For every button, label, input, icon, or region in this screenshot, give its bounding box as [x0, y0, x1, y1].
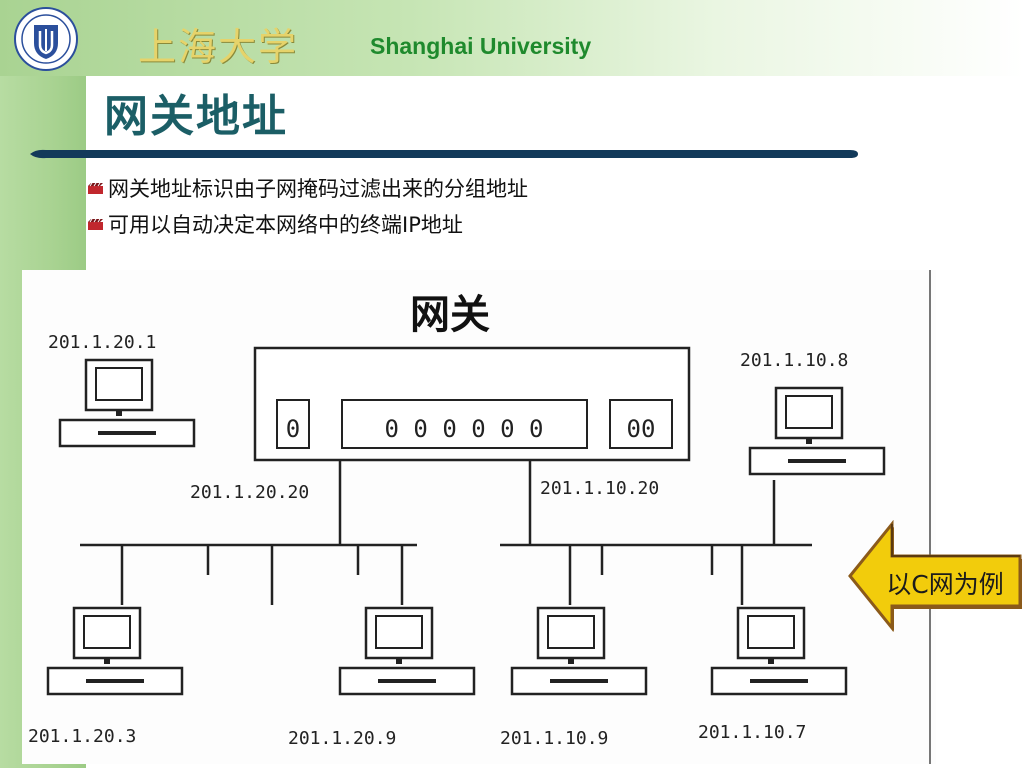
- gateway-device: 0 0 0 0 0 0 0 00: [253, 346, 691, 462]
- bullet-item: 网关地址标识由子网掩码过滤出来的分组地址: [88, 170, 528, 206]
- gateway-port-right: 00: [627, 415, 656, 443]
- gateway-port-right-ip: 201.1.10.20: [540, 478, 659, 499]
- clapperboard-bullet-icon: [88, 218, 103, 230]
- host-201-1-10-8: 201.1.10.8: [740, 350, 886, 476]
- bullet-item: 可用以自动决定本网络中的终端IP地址: [88, 206, 528, 242]
- host-201-1-10-9: 201.1.10.9: [500, 606, 648, 749]
- host-ip-label: 201.1.20.1: [48, 332, 156, 353]
- host-ip-label: 201.1.10.9: [500, 728, 608, 749]
- network-diagram: 网关 0 0 0 0 0 0 0 00 201.1.20.20 201.1.10…: [22, 270, 936, 764]
- title-underline: [30, 149, 858, 159]
- host-ip-label: 201.1.20.9: [288, 728, 396, 749]
- host-201-1-20-9: 201.1.20.9: [288, 606, 476, 749]
- callout-arrow: [848, 520, 1022, 632]
- shanghai-university-seal-icon: [14, 7, 78, 71]
- slide-title: 网关地址: [104, 91, 288, 142]
- university-name-en: Shanghai University: [370, 33, 592, 59]
- network-bus-left: [80, 543, 417, 605]
- bullet-text: 可用以自动决定本网络中的终端IP地址: [108, 213, 463, 237]
- gateway-port-left: 0: [286, 415, 300, 443]
- bullet-text: 网关地址标识由子网掩码过滤出来的分组地址: [108, 177, 528, 201]
- gateway-label: 网关: [410, 292, 490, 338]
- university-name-cn: 上海大学: [138, 25, 299, 69]
- network-bus-right: [500, 480, 812, 605]
- bullet-list: 网关地址标识由子网掩码过滤出来的分组地址 可用以自动决定本网络中的终端IP地址: [88, 170, 528, 242]
- host-ip-label: 201.1.10.7: [698, 722, 806, 743]
- clapperboard-bullet-icon: [88, 182, 103, 194]
- host-201-1-20-3: 201.1.20.3: [28, 606, 184, 747]
- gateway-port-left-ip: 201.1.20.20: [190, 482, 309, 503]
- host-201-1-20-1: 201.1.20.1: [48, 332, 196, 448]
- content-area: [86, 76, 1024, 268]
- callout-label: 以C网为例: [886, 570, 1004, 599]
- top-header-band: [0, 0, 1024, 76]
- gateway-port-middle: 0 0 0 0 0 0: [385, 415, 544, 443]
- host-201-1-10-7: 201.1.10.7: [698, 606, 848, 743]
- host-ip-label: 201.1.10.8: [740, 350, 848, 371]
- host-ip-label: 201.1.20.3: [28, 726, 136, 747]
